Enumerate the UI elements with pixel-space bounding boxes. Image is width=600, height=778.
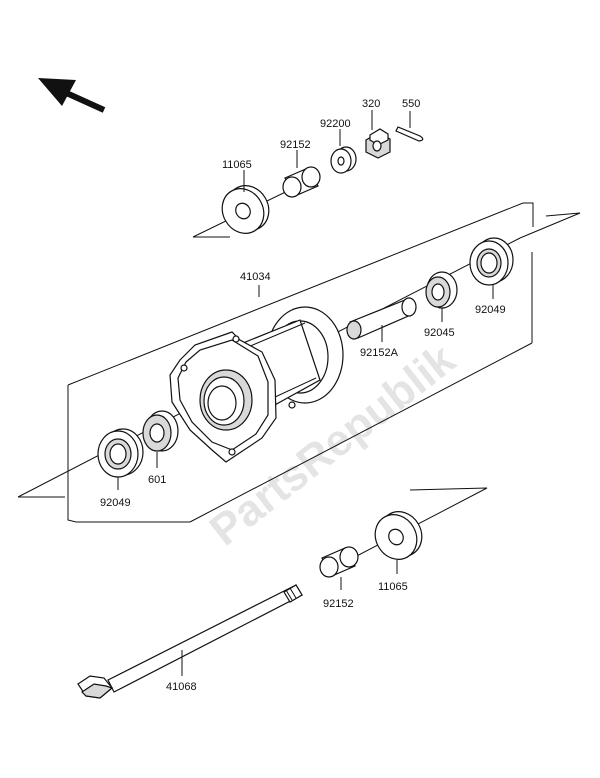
part-92200: 92200 [320, 118, 357, 174]
part-92152-bottom: 92152 [319, 546, 359, 610]
part-11065-top: 11065 [221, 159, 270, 234]
label-601: 601 [148, 474, 166, 486]
part-41068-axle: 41068 [77, 584, 303, 699]
label-11065-bottom: 11065 [378, 581, 408, 593]
part-92152A: 92152A [346, 297, 417, 359]
part-92049-right-seal: 92049 [469, 237, 514, 316]
label-92152A: 92152A [360, 347, 399, 359]
label-320: 320 [362, 98, 380, 110]
part-11065-bottom: 11065 [374, 511, 423, 593]
part-92049-left-seal: 92049 [97, 428, 144, 509]
label-92045: 92045 [424, 327, 455, 339]
front-arrow-icon [38, 78, 106, 113]
part-601-bearing: 601 [142, 410, 179, 486]
part-92152-top: 92152 [280, 139, 321, 198]
part-41034-hub [169, 306, 344, 463]
label-41034: 41034 [240, 271, 271, 283]
label-41068: 41068 [166, 681, 197, 693]
label-11065-top: 11065 [222, 159, 252, 171]
label-92152-top: 92152 [280, 139, 311, 151]
label-92200: 92200 [320, 118, 351, 130]
part-550-pin: 550 [395, 98, 424, 142]
part-92045-bearing: 92045 [424, 271, 458, 339]
label-92049-left: 92049 [100, 497, 131, 509]
part-320-nut: 320 [362, 98, 391, 159]
label-92049-right: 92049 [475, 304, 506, 316]
label-550: 550 [402, 98, 420, 110]
label-92152-bottom: 92152 [323, 598, 354, 610]
part-41034-label: 41034 [240, 271, 271, 297]
